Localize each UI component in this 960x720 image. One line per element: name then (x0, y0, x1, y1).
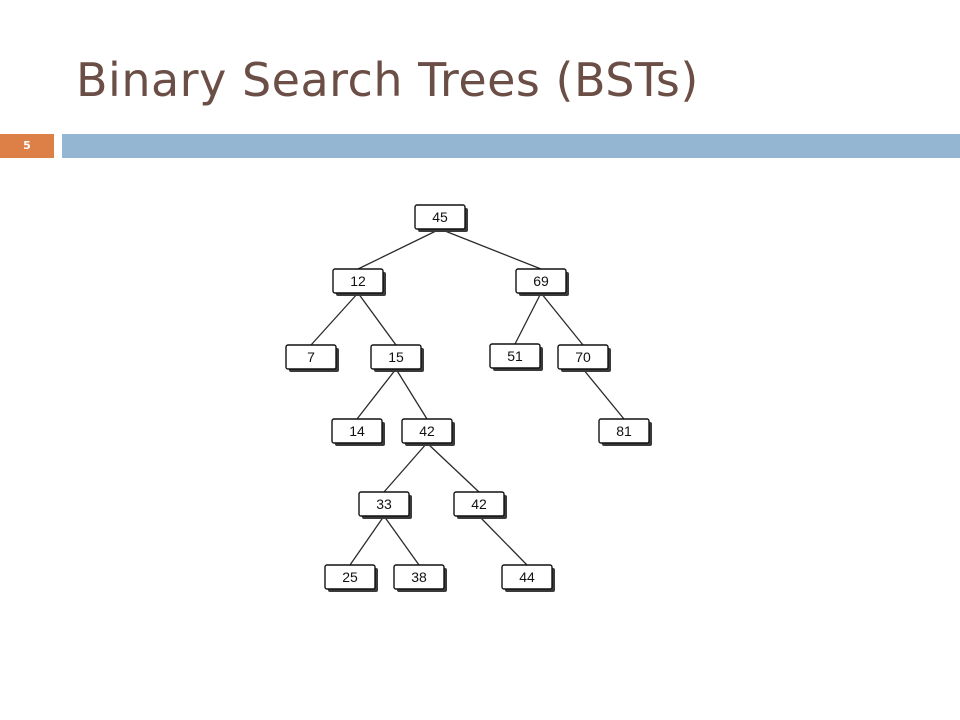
tree-node: 81 (598, 418, 652, 446)
tree-node-box (285, 344, 337, 370)
tree-node-label: 12 (350, 273, 366, 289)
tree-node: 7 (285, 344, 339, 372)
tree-node-box (501, 564, 553, 590)
tree-nodes: 45 12 69 7 15 51 70 14 42 81 33 42 25 38 44 (285, 204, 652, 592)
tree-node-label: 70 (575, 349, 591, 365)
tree-edge (310, 292, 359, 346)
tree-edge (540, 292, 584, 346)
tree-edge (439, 228, 542, 270)
tree-edge (514, 292, 542, 345)
tree-node-box (358, 491, 410, 517)
tree-node-label: 25 (342, 569, 358, 585)
tree-node-label: 7 (307, 349, 315, 365)
slide-number: 5 (0, 134, 54, 158)
tree-edge (582, 368, 625, 420)
tree-node-box (598, 418, 650, 444)
tree-node: 44 (501, 564, 555, 592)
tree-edge (383, 442, 428, 493)
tree-node: 42 (453, 491, 507, 519)
tree-node-box (401, 418, 453, 444)
tree-node: 69 (515, 268, 569, 296)
tree-node: 70 (557, 344, 611, 372)
tree-node-label: 44 (519, 569, 535, 585)
tree-node: 33 (358, 491, 412, 519)
tree-node: 14 (331, 418, 385, 446)
tree-node: 42 (401, 418, 455, 446)
tree-node-label: 38 (411, 569, 427, 585)
tree-node-label: 33 (376, 496, 392, 512)
tree-edge (395, 368, 428, 420)
tree-node-label: 14 (349, 423, 365, 439)
tree-node-box (332, 268, 384, 294)
tree-node-box (324, 564, 376, 590)
tree-node-box (393, 564, 445, 590)
tree-edge (349, 515, 385, 566)
tree-node-label: 81 (616, 423, 632, 439)
tree-node: 25 (324, 564, 378, 592)
tree-node-label: 69 (533, 273, 549, 289)
tree-node-box (489, 343, 541, 369)
tree-node-label: 42 (419, 423, 435, 439)
tree-edges (310, 228, 625, 566)
tree-node: 51 (489, 343, 543, 371)
tree-edge (478, 515, 528, 566)
tree-node-box (331, 418, 383, 444)
tree-node: 12 (332, 268, 386, 296)
tree-edge (426, 442, 480, 493)
tree-edge (356, 368, 397, 420)
tree-node-label: 45 (432, 209, 448, 225)
tree-node-box (414, 204, 466, 230)
tree-node-label: 51 (507, 348, 523, 364)
tree-edge (383, 515, 420, 566)
tree-edge (357, 292, 397, 346)
tree-node-box (515, 268, 567, 294)
tree-node-label: 15 (388, 349, 404, 365)
tree-node-label: 42 (471, 496, 487, 512)
slide-title: Binary Search Trees (BSTs) (76, 53, 699, 107)
tree-node: 38 (393, 564, 447, 592)
tree-node-box (453, 491, 505, 517)
tree-node-box (370, 344, 422, 370)
tree-node: 45 (414, 204, 468, 232)
tree-edge (357, 228, 441, 270)
tree-node: 15 (370, 344, 424, 372)
header-accent-bar (62, 134, 960, 158)
tree-node-box (557, 344, 609, 370)
